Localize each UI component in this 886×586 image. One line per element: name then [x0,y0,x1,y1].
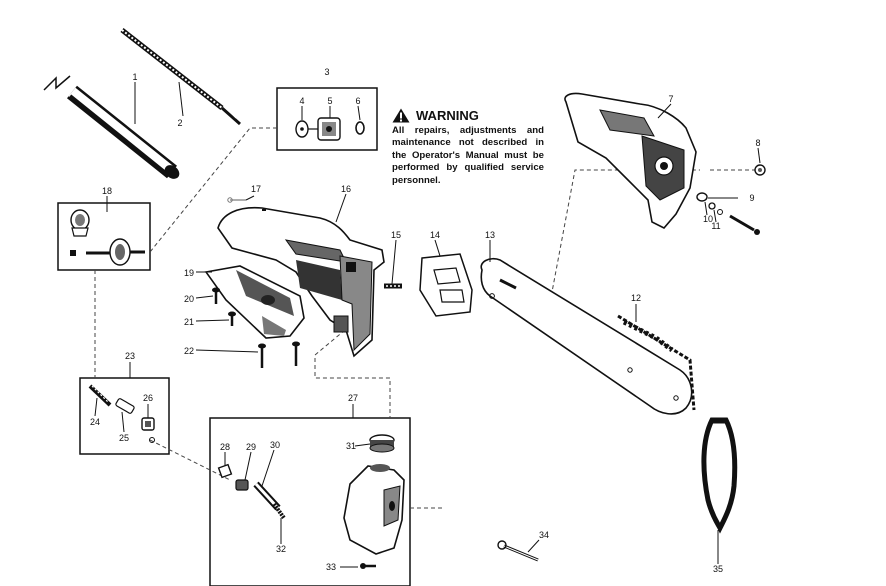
callout-19: 19 [184,268,194,278]
part-17-screw [227,197,246,203]
callout-6: 6 [355,96,360,106]
callout-1: 1 [132,72,137,82]
inset-box-27 [209,417,411,586]
part-25-spring [115,398,135,414]
callout-4: 4 [299,96,304,106]
callout-11: 11 [711,221,720,231]
callout-30: 30 [270,440,280,450]
part-19-housing-cover [204,265,305,339]
part-oil-tank [343,464,405,555]
part-21-screw [228,311,236,326]
callout-22: 22 [184,346,194,356]
part-14-plate [419,253,473,317]
inset-box-23 [79,377,170,455]
warning-title: WARNING [416,108,479,123]
part-29-grommet [235,479,249,491]
callout-leaders [94,81,761,568]
part-34-wrench [497,540,539,562]
part-31-cap [369,434,395,453]
callout-21: 21 [184,317,194,327]
callout-35: 35 [713,564,723,574]
callout-5: 5 [327,96,332,106]
part-13-guide-bar [480,257,693,415]
warning-triangle-icon [392,108,410,123]
callout-27: 27 [348,393,358,403]
callout-24: 24 [90,417,100,427]
callout-25: 25 [119,433,129,443]
warning-notice: WARNING All repairs, adjustments and mai… [392,108,544,187]
callout-29: 29 [246,442,256,452]
callout-23: 23 [125,351,135,361]
warning-title-row: WARNING [392,108,544,123]
callout-2: 2 [177,118,182,128]
part-2-drive-shaft [120,28,241,126]
callout-32: 32 [276,544,286,554]
part-33-screw [360,563,376,569]
callout-15: 15 [391,230,401,240]
part-8-nut [754,164,766,176]
callout-26: 26 [143,393,153,403]
part-30-32-fitting [253,481,286,520]
callout-20: 20 [184,294,194,304]
part-20-screw [212,287,220,304]
callout-12: 12 [631,293,641,303]
part-22-screws [258,341,300,368]
part-9-adjuster [696,192,708,202]
part-4-washer [295,120,309,138]
callout-3: 3 [324,67,329,77]
inset-box-3 [276,87,378,151]
part-26-clamp [141,417,155,443]
part-1-pole [43,75,180,179]
part-7-side-cover [564,92,697,229]
callout-16: 16 [341,184,351,194]
callout-14: 14 [430,230,440,240]
callout-31: 31 [346,441,356,451]
callout-33: 33 [326,562,336,572]
part-35-strap [701,417,738,534]
callout-18: 18 [102,186,112,196]
part-6-clip [355,121,365,135]
part-28-clamp [217,463,233,479]
part-12-saw-chain [617,314,696,411]
callout-7: 7 [668,94,673,104]
inset-box-18 [57,202,151,271]
callout-34: 34 [539,530,549,540]
callout-10: 10 [703,214,713,224]
part-18-coupler [70,209,145,266]
callout-labels: 1 2 3 4 5 6 7 8 9 10 11 12 13 14 15 16 1… [90,67,761,574]
warning-body: All repairs, adjustments and maintenance… [392,125,544,186]
callout-28: 28 [220,442,230,452]
part-5-gear [308,117,341,141]
callout-17: 17 [251,184,261,194]
part-24-shaft [88,384,112,407]
callout-9: 9 [749,193,754,203]
part-11-pin [717,209,760,235]
part-16-housing [217,206,385,358]
callout-8: 8 [755,138,760,148]
part-10-washer [708,202,716,210]
callout-13: 13 [485,230,495,240]
